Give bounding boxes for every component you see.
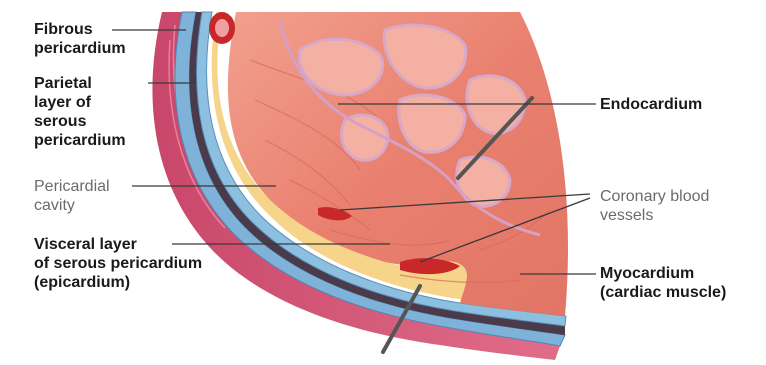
label-fibrous-pericardium: Fibrous pericardium bbox=[34, 20, 126, 58]
label-coronary-blood-vessels: Coronary blood vessels bbox=[600, 187, 709, 225]
label-visceral-layer: Visceral layer of serous pericardium (ep… bbox=[34, 235, 202, 292]
top-vessel bbox=[209, 12, 235, 44]
label-myocardium: Myocardium (cardiac muscle) bbox=[600, 264, 726, 302]
label-pericardial-cavity: Pericardial cavity bbox=[34, 177, 110, 215]
label-parietal-layer: Parietal layer of serous pericardium bbox=[34, 74, 126, 150]
label-endocardium: Endocardium bbox=[600, 95, 702, 114]
